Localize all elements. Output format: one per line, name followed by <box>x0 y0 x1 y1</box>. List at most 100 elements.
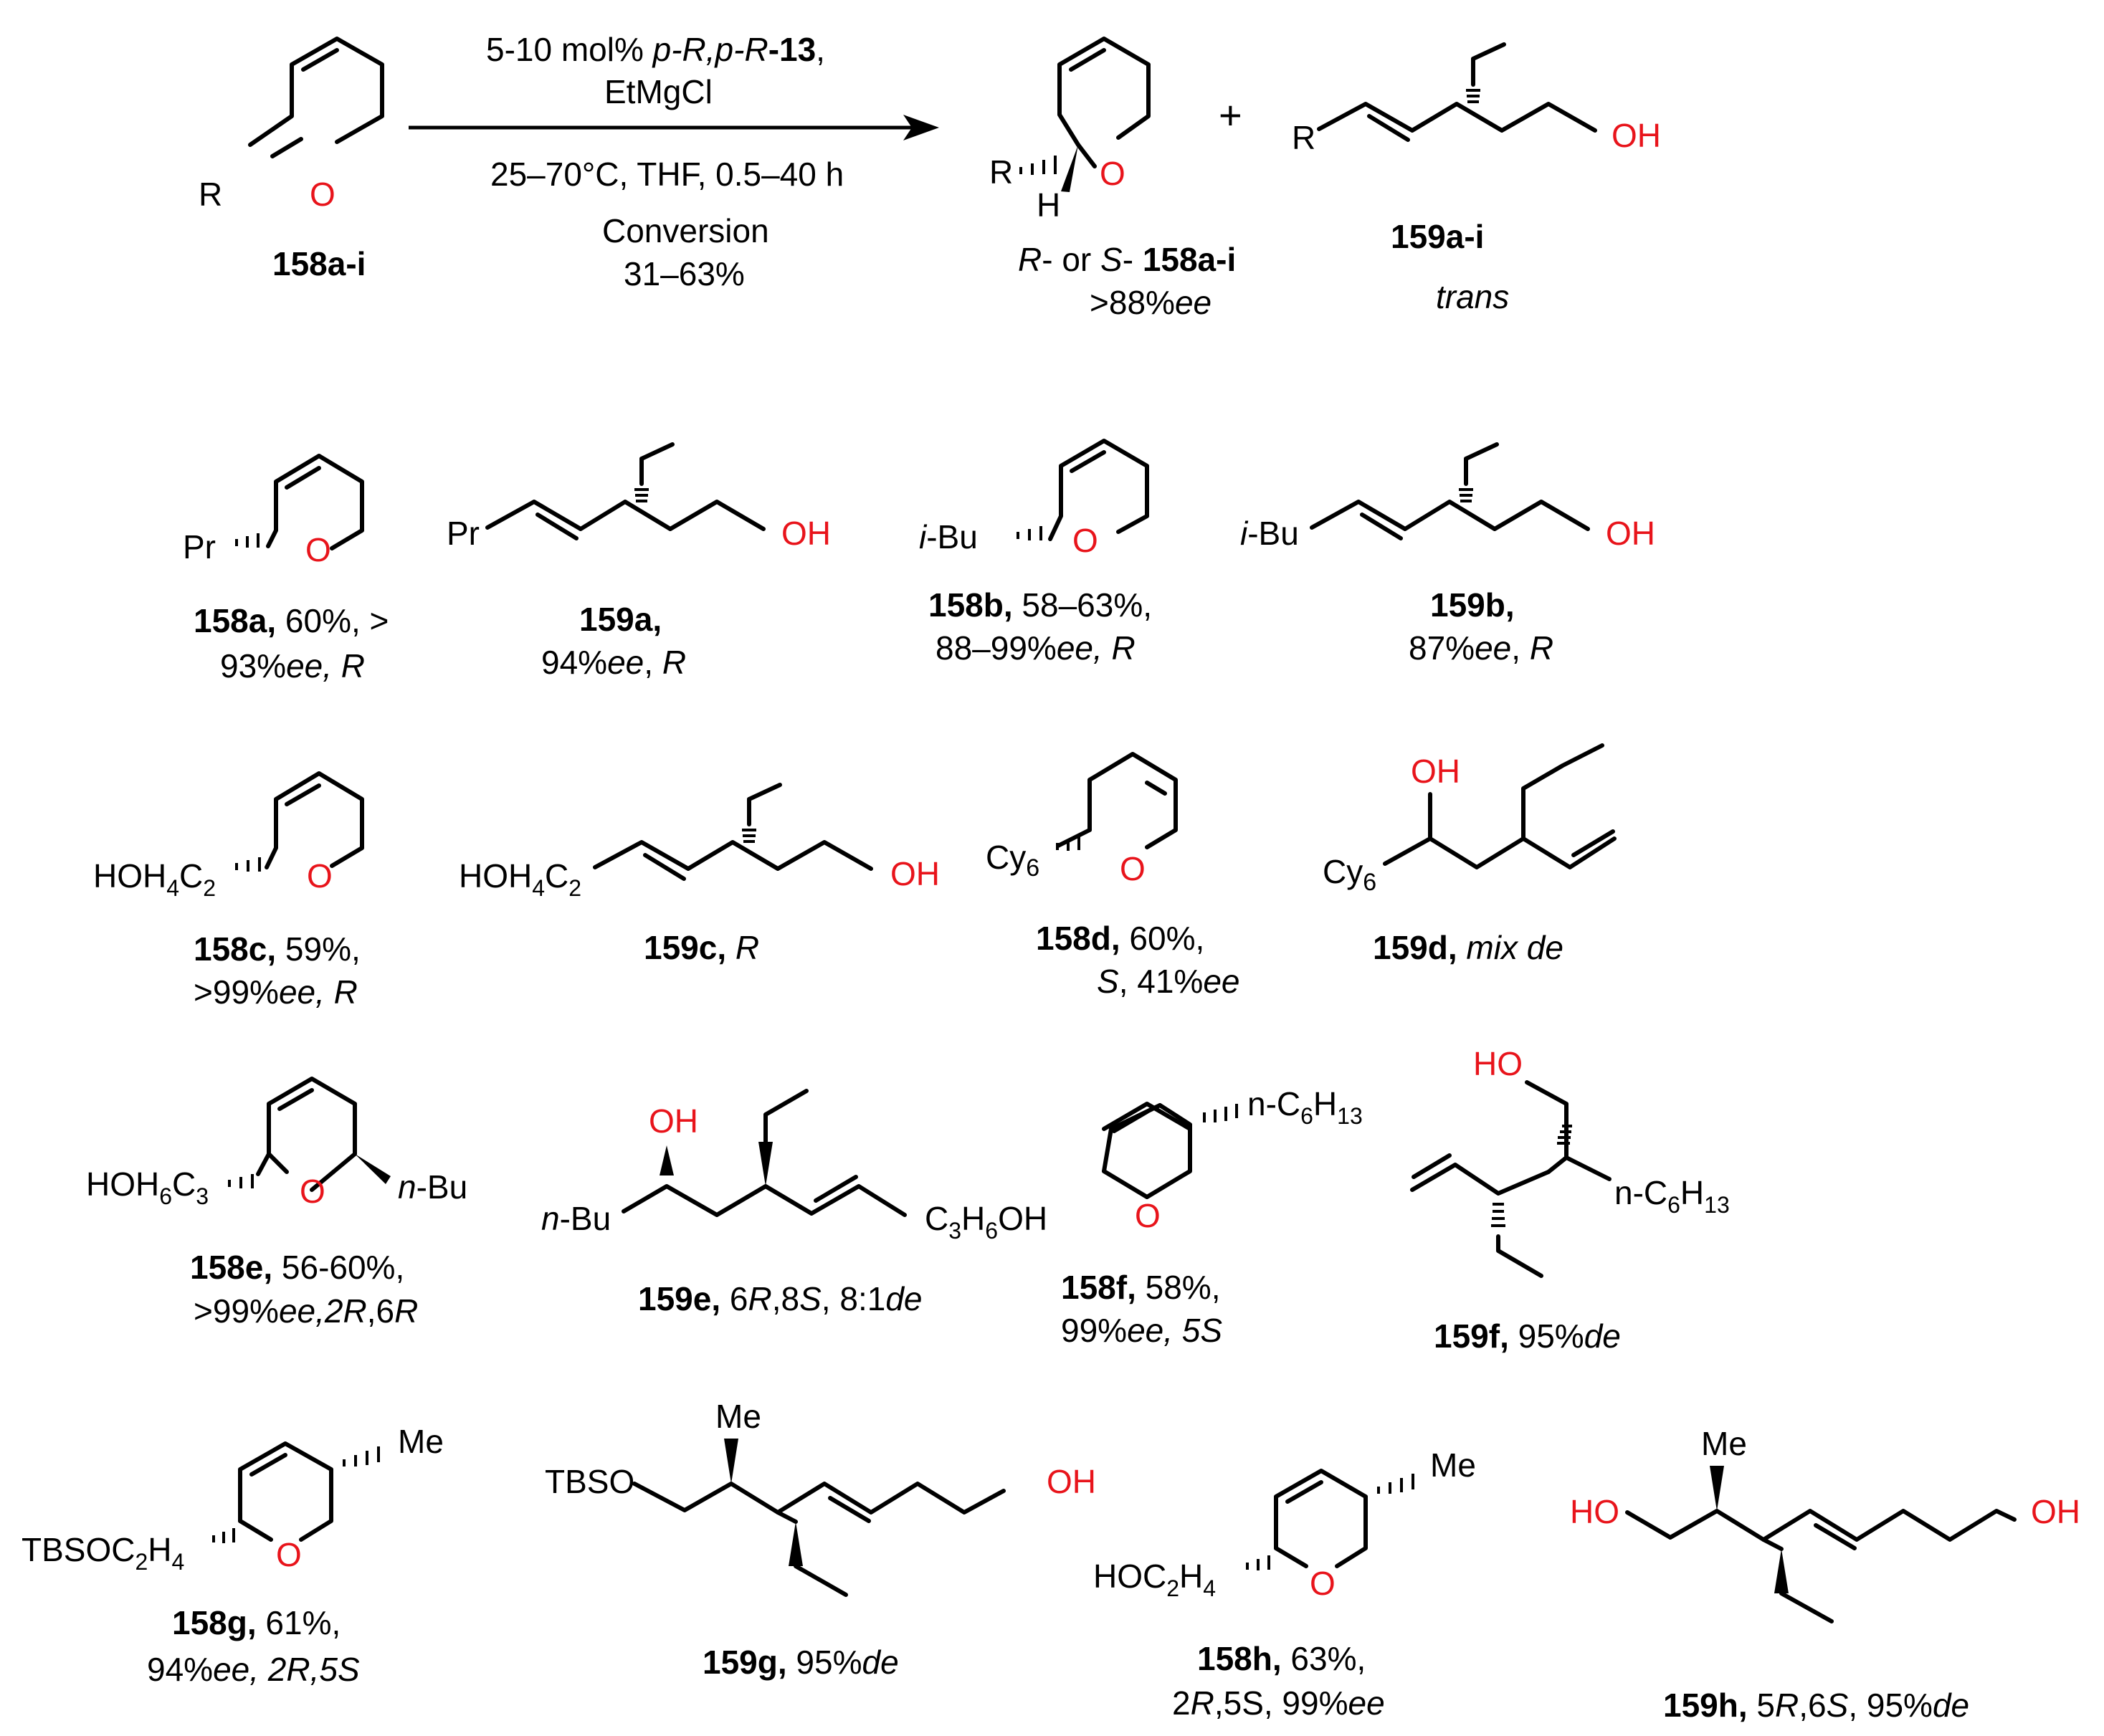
svg-text:OH: OH <box>2031 1493 2080 1530</box>
svg-text:HO: HO <box>1473 1045 1523 1082</box>
product2-geometry: trans <box>1436 278 1509 315</box>
svg-text:OH: OH <box>1606 515 1655 552</box>
reaction-product-2: R OH 159a-i trans <box>1292 42 1661 315</box>
svg-text:O: O <box>1072 522 1098 559</box>
reaction-arrow: 5-10 mol% p-R,p-R-13, EtMgCl 25–70°C, TH… <box>409 31 939 292</box>
svg-text:O: O <box>307 857 333 895</box>
reagent-line-1: 5-10 mol% p-R,p-R-13, <box>486 31 825 68</box>
compound-158a: Pr O 158a, 60%, > 93%ee, R <box>183 454 389 685</box>
svg-text:159b,: 159b, <box>1430 586 1515 624</box>
svg-text:158a, 60%, >: 158a, 60%, > <box>194 602 389 639</box>
plus-sign: + <box>1219 92 1242 138</box>
svg-text:n-C6H13: n-C6H13 <box>1614 1174 1730 1218</box>
svg-text:159d, mix de: 159d, mix de <box>1373 929 1563 966</box>
svg-text:159a,: 159a, <box>579 601 662 638</box>
start-label: 158a-i <box>272 245 366 282</box>
svg-text:i-Bu: i-Bu <box>919 518 978 555</box>
svg-text:OH: OH <box>890 855 940 892</box>
compound-159e: OH n-Bu C3H6OH 159e, 6R,8S, 8:1de <box>541 1089 1047 1317</box>
svg-text:158e, 56-60%,: 158e, 56-60%, <box>190 1249 404 1286</box>
compound-159c: HOH4C2 OH 159c, R <box>459 783 940 966</box>
compound-158g: Me TBSOC2H4 O 158g, 61%, 94%ee, 2R,5S <box>22 1423 444 1688</box>
svg-text:159g, 95%de: 159g, 95%de <box>703 1644 899 1681</box>
svg-text:TBSOC2H4: TBSOC2H4 <box>22 1531 184 1575</box>
svg-text:158h, 63%,: 158h, 63%, <box>1197 1640 1366 1677</box>
product1-label: R- or S- 158a-i <box>1018 241 1236 278</box>
svg-text:99%ee, 5S: 99%ee, 5S <box>1061 1312 1222 1349</box>
product2-oh: OH <box>1612 117 1661 154</box>
svg-text:n-Bu: n-Bu <box>541 1200 611 1237</box>
compound-158c: HOH4C2 O 158c, 59%, >99%ee, R <box>93 771 364 1011</box>
reaction-product-1: R H O R- or S- 158a-i >88%ee <box>989 37 1236 321</box>
compound-158h: Me HOC2H4 O 158h, 63%, 2R,5S, 99%ee <box>1093 1446 1476 1722</box>
svg-text:2R,5S, 99%ee: 2R,5S, 99%ee <box>1172 1684 1385 1722</box>
svg-text:n-C6H13: n-C6H13 <box>1247 1085 1363 1129</box>
conditions: 25–70°C, THF, 0.5–40 h <box>490 156 844 193</box>
product1-h: H <box>1037 186 1060 224</box>
svg-text:HOC2H4: HOC2H4 <box>1093 1558 1216 1601</box>
svg-text:88–99%ee, R: 88–99%ee, R <box>936 629 1136 667</box>
svg-text:O: O <box>305 531 331 568</box>
svg-text:158d, 60%,: 158d, 60%, <box>1036 920 1204 957</box>
svg-text:OH: OH <box>649 1102 698 1140</box>
conversion-value: 31–63% <box>624 255 745 292</box>
svg-text:HOH6C3: HOH6C3 <box>86 1165 209 1209</box>
svg-text:S, 41%ee: S, 41%ee <box>1097 963 1240 1000</box>
svg-text:n-Bu: n-Bu <box>398 1168 467 1206</box>
svg-text:OH: OH <box>781 515 831 552</box>
compound-159d: OH Cy6 159d, mix de <box>1323 743 1617 966</box>
compound-159a: Pr OH 159a, 94%ee, R <box>447 442 831 681</box>
ring-oxygen: O <box>1100 155 1125 192</box>
svg-text:158g, 61%,: 158g, 61%, <box>172 1604 341 1641</box>
svg-text:94%ee, 2R,5S: 94%ee, 2R,5S <box>147 1651 360 1688</box>
compound-158b: i-Bu O 158b, 58–63%, 88–99%ee, R <box>919 439 1152 667</box>
svg-text:93%ee, R: 93%ee, R <box>220 647 365 685</box>
compound-158f: n-C6H13 O 158f, 58%, 99%ee, 5S <box>1061 1085 1363 1349</box>
svg-text:158b, 58–63%,: 158b, 58–63%, <box>928 586 1152 624</box>
svg-text:O: O <box>1135 1197 1161 1234</box>
svg-text:159h, 5R,6S, 95%de: 159h, 5R,6S, 95%de <box>1663 1687 1969 1724</box>
svg-text:HOH4C2: HOH4C2 <box>93 857 216 901</box>
svg-text:159c, R: 159c, R <box>644 929 759 966</box>
svg-text:Me: Me <box>715 1398 761 1435</box>
compound-159g: TBSO Me OH 159g, 95%de <box>545 1398 1096 1681</box>
svg-text:O: O <box>1310 1565 1336 1602</box>
svg-text:HO: HO <box>1570 1493 1619 1530</box>
svg-text:Me: Me <box>1430 1446 1476 1484</box>
ring-oxygen: O <box>310 176 335 213</box>
svg-text:158f, 58%,: 158f, 58%, <box>1061 1269 1221 1306</box>
svg-text:Cy6: Cy6 <box>986 839 1039 882</box>
svg-text:>99%ee, R: >99%ee, R <box>194 973 358 1011</box>
svg-text:TBSO: TBSO <box>545 1463 634 1500</box>
svg-text:O: O <box>300 1173 325 1210</box>
svg-text:O: O <box>1120 850 1146 887</box>
svg-text:159e, 6R,8S, 8:1de: 159e, 6R,8S, 8:1de <box>638 1280 922 1317</box>
svg-text:Pr: Pr <box>447 515 480 552</box>
svg-text:OH: OH <box>1411 753 1460 790</box>
product1-ee: >88%ee <box>1090 284 1212 321</box>
compound-158e: HOH6C3 O n-Bu 158e, 56-60%, >99%ee,2R,6R <box>86 1077 467 1330</box>
svg-text:Me: Me <box>398 1423 444 1460</box>
compound-158d: Cy6 O 158d, 60%, S, 41%ee <box>986 752 1240 1000</box>
compound-159f: HO n-C6H13 159f, 95%de <box>1410 1045 1730 1355</box>
compound-159b: i-Bu OH 159b, 87%ee, R <box>1240 442 1655 667</box>
svg-text:94%ee, R: 94%ee, R <box>541 644 686 681</box>
svg-text:159f, 95%de: 159f, 95%de <box>1434 1317 1621 1355</box>
svg-text:C3H6OH: C3H6OH <box>925 1200 1047 1244</box>
svg-text:O: O <box>276 1536 302 1573</box>
svg-text:OH: OH <box>1047 1463 1096 1500</box>
conversion-label: Conversion <box>602 212 769 249</box>
reagent-line-2: EtMgCl <box>604 73 713 110</box>
reaction-start-material: R O 158a-i <box>199 37 384 282</box>
svg-text:87%ee, R: 87%ee, R <box>1409 629 1553 667</box>
svg-text:>99%ee,2R,6R: >99%ee,2R,6R <box>194 1292 418 1330</box>
svg-text:i-Bu: i-Bu <box>1240 515 1299 552</box>
compound-159h: HO Me OH 159h, 5R,6S, 95%de <box>1570 1425 2080 1724</box>
svg-text:Cy6: Cy6 <box>1323 853 1376 896</box>
svg-text:158c, 59%,: 158c, 59%, <box>194 930 361 968</box>
product1-r: R <box>989 153 1013 191</box>
start-substituent: R <box>199 176 222 213</box>
svg-text:HOH4C2: HOH4C2 <box>459 857 581 901</box>
svg-text:Pr: Pr <box>183 528 216 566</box>
